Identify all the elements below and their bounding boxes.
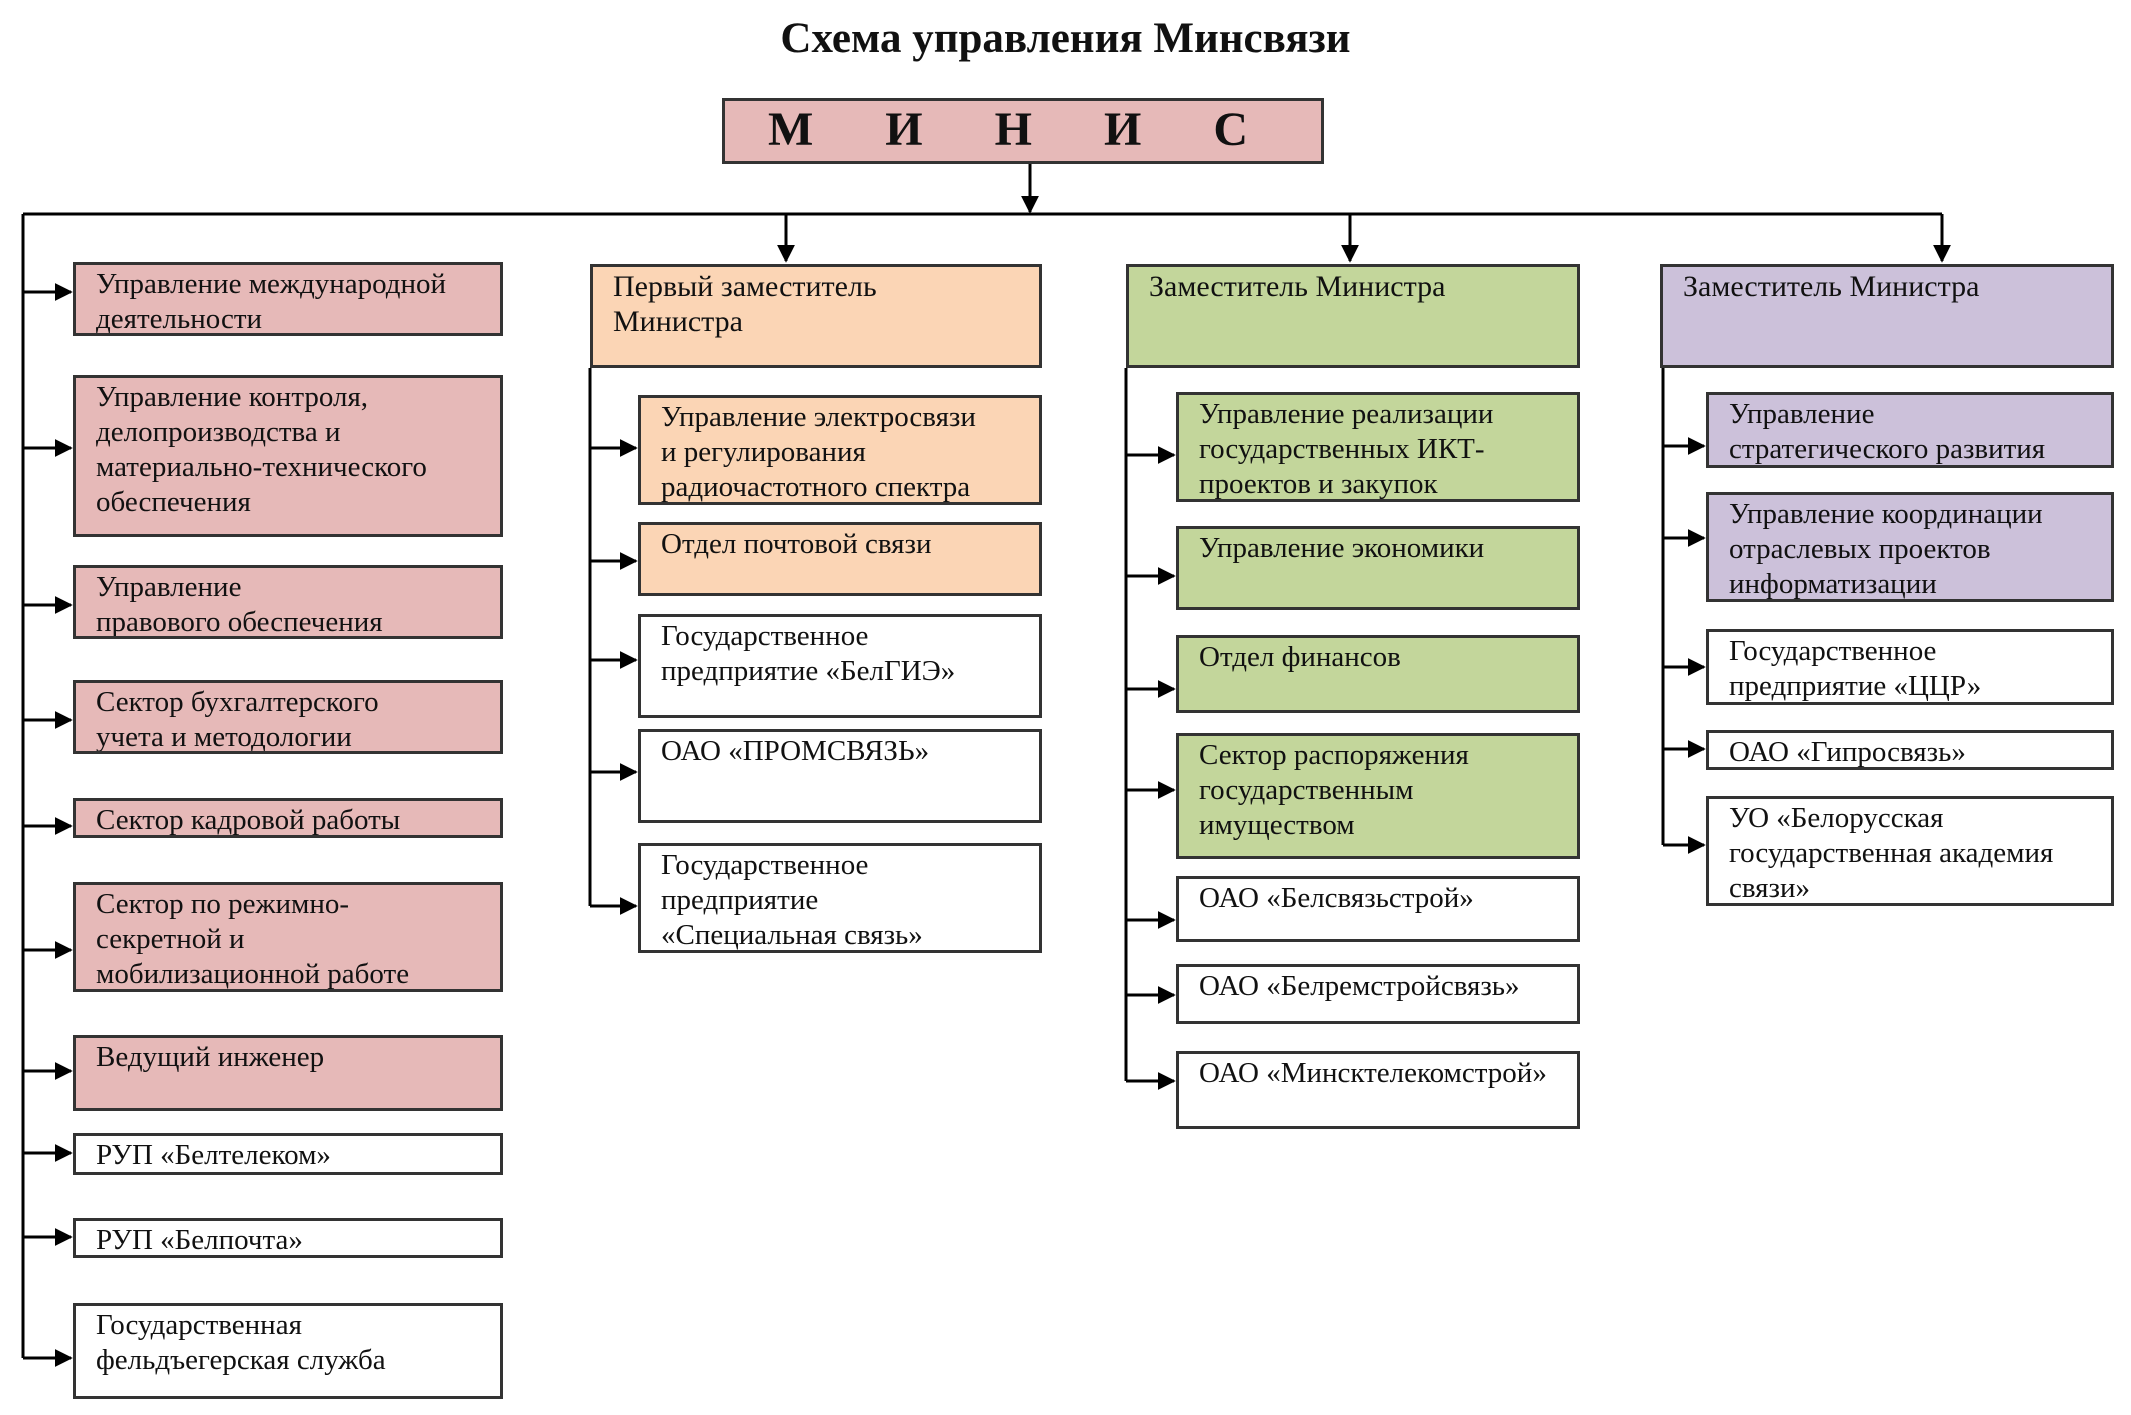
state-enterprise-belgie: Государственное предприятие «БелГИЭ»: [638, 614, 1042, 718]
sector-security-mobilization: Сектор по режимно- секретной и мобилизац…: [73, 882, 503, 992]
dept-telecom-spectrum: Управление электросвязи и регулирования …: [638, 395, 1042, 505]
oao-minsktelecomstroy: ОАО «Минсктелекомстрой»: [1176, 1051, 1580, 1129]
first-deputy-box: Первый заместитель Министра: [590, 264, 1042, 368]
belarus-state-academy-comm: УО «Белорусская государственная академия…: [1706, 796, 2114, 906]
oao-belremstroysvyaz: ОАО «Белремстройсвязь»: [1176, 964, 1580, 1024]
dept-finance: Отдел финансов: [1176, 635, 1580, 713]
sector-accounting: Сектор бухгалтерского учета и методологи…: [73, 680, 503, 754]
oao-belsvyazstroy: ОАО «Белсвязьстрой»: [1176, 876, 1580, 942]
sector-state-property: Сектор распоряжения государственным имущ…: [1176, 733, 1580, 859]
state-enterprise-special-comm: Государственное предприятие «Специальная…: [638, 843, 1042, 953]
dept-economics: Управление экономики: [1176, 526, 1580, 610]
deputy-minister-box-2: Заместитель Министра: [1660, 264, 2114, 368]
rup-belpochta: РУП «Белпочта»: [73, 1218, 503, 1258]
diagram-title: Схема управления Минсвязи: [780, 15, 1351, 62]
dept-ict-projects: Управление реализации государственных ИК…: [1176, 392, 1580, 502]
dept-international: Управление международной деятельности: [73, 262, 503, 336]
oao-giprosvyaz: ОАО «Гипросвязь»: [1706, 730, 2114, 770]
dept-strategic-development: Управление стратегического развития: [1706, 392, 2114, 468]
minister-box: М И Н И С Т Р: [722, 98, 1324, 164]
dept-postal: Отдел почтовой связи: [638, 522, 1042, 596]
lead-engineer: Ведущий инженер: [73, 1035, 503, 1111]
deputy-minister-box-1: Заместитель Министра: [1126, 264, 1580, 368]
sector-personnel: Сектор кадровой работы: [73, 798, 503, 838]
dept-legal: Управление правового обеспечения: [73, 565, 503, 639]
dept-informatization-projects: Управление координации отраслевых проект…: [1706, 492, 2114, 602]
state-courier-service: Государственная фельдъегерская служба: [73, 1303, 503, 1399]
state-enterprise-ccr: Государственное предприятие «ЦЦР»: [1706, 629, 2114, 705]
dept-control-records: Управление контроля, делопроизводства и …: [73, 375, 503, 537]
oao-promsvyaz: ОАО «ПРОМСВЯЗЬ»: [638, 729, 1042, 823]
rup-beltelecom: РУП «Белтелеком»: [73, 1133, 503, 1175]
